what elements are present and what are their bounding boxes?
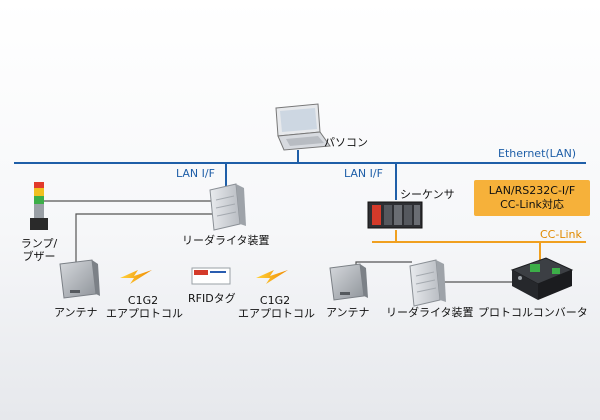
c1g2-left-line-1: C1G2 (127, 294, 159, 307)
lan-if-right-label: LAN I/F (344, 167, 383, 180)
interface-badge: LAN/RS232C-I/F CC-Link対応 (474, 180, 590, 216)
lightning-right-icon (256, 270, 288, 284)
antenna-left-label: アンテナ (54, 306, 98, 319)
sequencer-icon (367, 201, 423, 229)
reader-writer-left-icon (209, 183, 246, 231)
pc-label: パソコン (324, 136, 368, 149)
sequencer-label: シーケンサ (400, 188, 455, 201)
lan-if-left-label: LAN I/F (176, 167, 215, 180)
antenna-left-cable (75, 213, 212, 262)
lamp-label-line-2: ブザー (22, 250, 56, 263)
cclink-label: CC-Link (540, 228, 582, 241)
antenna-left-icon (59, 259, 100, 299)
reader-writer-right-icon (409, 259, 446, 307)
c1g2-left-label: C1G2 エアプロトコル (106, 294, 183, 320)
laptop-icon (275, 103, 331, 151)
lamp-label: ランプ/ ブザー (18, 237, 60, 263)
badge-line-1: LAN/RS232C-I/F (488, 184, 576, 197)
antenna-right-label: アンテナ (326, 306, 370, 319)
c1g2-right-line-2: エアプロトコル (238, 307, 315, 320)
c1g2-right-label: C1G2 エアプロトコル (238, 294, 315, 320)
c1g2-left-line-2: エアプロトコル (106, 307, 183, 320)
protocol-converter-icon (510, 257, 574, 300)
converter-label: プロトコルコンバータ (478, 306, 588, 319)
lamp-label-line-1: ランプ/ (20, 237, 58, 250)
reader-left-label: リーダライタ装置 (182, 234, 270, 247)
badge-line-2: CC-Link対応 (500, 198, 564, 211)
stack-lamp-icon (30, 182, 48, 230)
reader-right-label: リーダライタ装置 (386, 306, 474, 319)
c1g2-right-line-1: C1G2 (259, 294, 291, 307)
antenna-right-icon (329, 263, 368, 301)
lightning-left-icon (120, 270, 152, 284)
ethernet-label: Ethernet(LAN) (498, 147, 577, 160)
rfid-tag-icon (191, 267, 231, 285)
rfid-tag-label: RFIDタグ (188, 292, 236, 305)
